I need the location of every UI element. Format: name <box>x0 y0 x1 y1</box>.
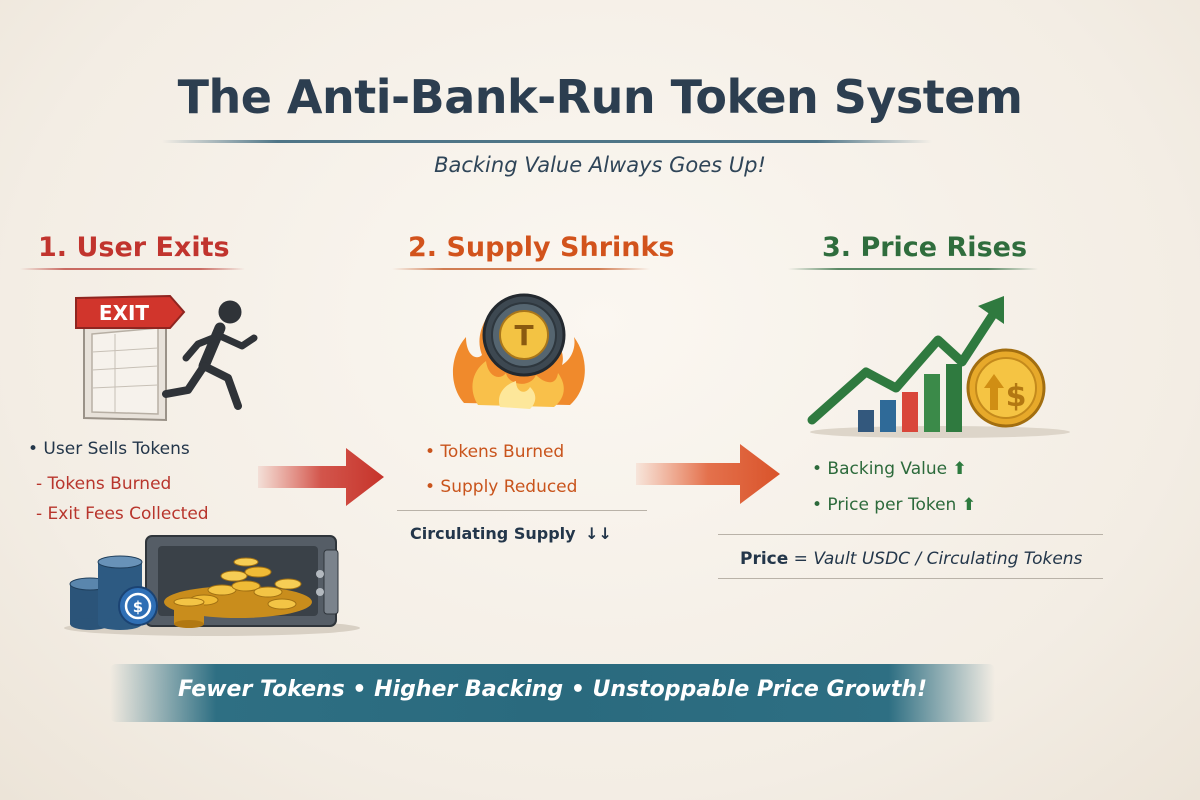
step-1-subitem: - Exit Fees Collected <box>36 504 209 524</box>
step-2-heading: 2. Supply Shrinks <box>408 232 675 263</box>
up-arrow-icon: ⬆ <box>961 495 976 515</box>
step-2-bullet: • Tokens Burned <box>425 442 565 462</box>
step-3-underline <box>788 268 1038 270</box>
exit-runner-illustration: EXIT <box>75 294 258 422</box>
bar-chart-icon <box>858 364 962 432</box>
price-growth-illustration: $ <box>807 296 1070 438</box>
step-1-underline <box>20 268 245 270</box>
circulating-supply-label: Circulating Supply ↓↓ <box>410 524 612 543</box>
burning-token-illustration: T <box>452 293 585 409</box>
circulating-supply-text: Circulating Supply <box>410 524 576 543</box>
trend-arrow-icon <box>807 296 1004 425</box>
step-2-divider <box>397 510 647 511</box>
summary-banner <box>110 664 995 722</box>
step-1-heading: 1. User Exits <box>38 232 230 263</box>
dollar-coin-symbol: $ <box>1006 379 1027 414</box>
up-arrow-icon: ⬆ <box>952 459 967 479</box>
formula-expression: = Vault USDC / Circulating Tokens <box>788 549 1083 569</box>
token-coin-icon: T <box>482 293 566 377</box>
step-2-underline <box>392 268 650 270</box>
exit-sign-label: EXIT <box>99 301 150 325</box>
running-person-icon <box>162 300 258 410</box>
flow-arrow-1 <box>258 448 384 506</box>
exit-door-icon <box>83 318 167 422</box>
diagram-subtitle: Backing Value Always Goes Up! <box>434 153 766 177</box>
step-1-bullet: • User Sells Tokens <box>28 439 190 459</box>
title-underline <box>162 140 932 143</box>
flow-arrow-2 <box>636 444 780 504</box>
exit-sign-icon: EXIT <box>75 294 186 329</box>
step-3-bullet: • Backing Value ⬆ <box>812 459 967 479</box>
usdc-coin-symbol: $ <box>133 598 143 616</box>
down-arrows-icon: ↓↓ <box>585 524 612 543</box>
gold-coin-stack-icon <box>173 597 205 628</box>
step-3-heading: 3. Price Rises <box>822 232 1028 263</box>
formula-divider-bottom <box>718 578 1103 579</box>
diagram-title: The Anti-Bank-Run Token System <box>177 70 1023 124</box>
step-3-bullet: • Price per Token ⬆ <box>812 495 976 515</box>
summary-banner-text: Fewer Tokens • Higher Backing • Unstoppa… <box>177 677 928 702</box>
usdc-coin-icon: $ <box>118 586 158 626</box>
step-2-bullet: • Supply Reduced <box>425 477 578 497</box>
formula-divider-top <box>718 534 1103 535</box>
step-3-bullet-text: • Price per Token <box>812 495 957 515</box>
price-formula: Price = Vault USDC / Circulating Tokens <box>740 549 1082 569</box>
token-coin-symbol: T <box>514 319 533 352</box>
formula-price-label: Price <box>740 549 789 569</box>
dollar-coin-icon: $ <box>966 348 1046 428</box>
vault-coins-illustration: $ <box>64 535 360 636</box>
step-3-bullet-text: • Backing Value <box>812 459 948 479</box>
step-1-subitem: - Tokens Burned <box>36 474 172 494</box>
